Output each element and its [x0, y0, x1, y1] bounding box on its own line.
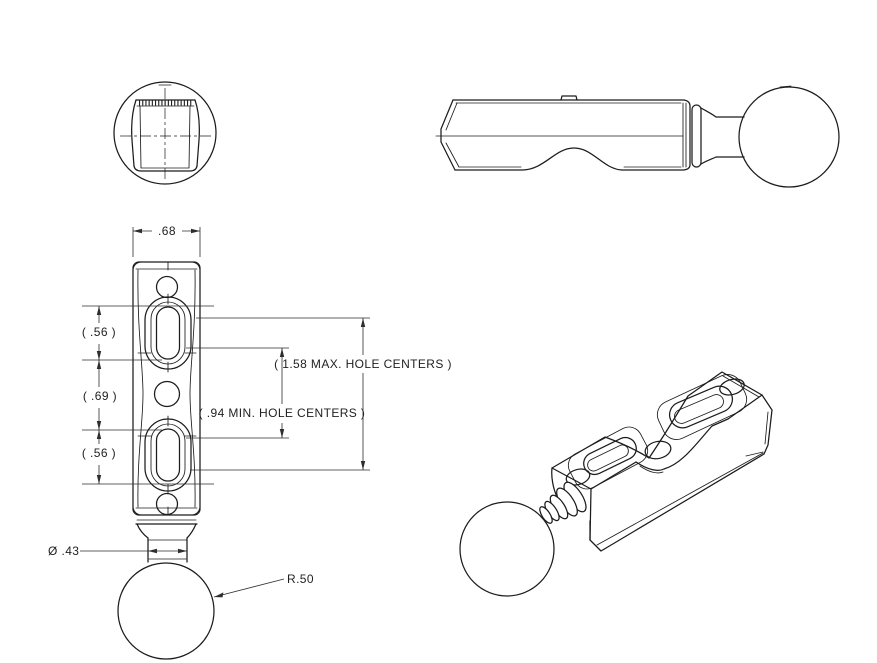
dim-neck-diameter: Ø .43 — [48, 544, 187, 558]
center-spacing-label: ( .69 ) — [83, 389, 117, 403]
bottom-slot-through — [155, 428, 181, 482]
min-hole-centers-label: ( .94 MIN. HOLE CENTERS ) — [199, 406, 366, 420]
isometric-view — [459, 371, 773, 597]
shoulder-curves — [136, 523, 197, 539]
arrowhead — [96, 421, 102, 430]
front-neck-and-ball — [117, 519, 215, 660]
iso-front-chamfer-edge — [596, 452, 764, 546]
front-view — [117, 261, 215, 660]
iso-right-small-hole — [719, 378, 745, 396]
body-width-label: .68 — [158, 224, 176, 238]
top-slot-ticks — [137, 293, 197, 373]
side-body-outline — [452, 99, 691, 171]
side-view — [435, 85, 840, 188]
arrowhead — [279, 348, 285, 357]
iso-left-pocket — [567, 426, 649, 490]
ball-radius-label: R.50 — [287, 572, 314, 586]
iso-left-slot-group — [565, 426, 649, 490]
end-view-left-side — [131, 99, 137, 167]
arrowhead — [360, 461, 366, 470]
side-ball-parting-tick — [779, 85, 792, 88]
side-top-tab — [560, 95, 578, 101]
neck-diameter-label: Ø .43 — [48, 544, 79, 558]
dim-min-hole-centers: ( .94 MIN. HOLE CENTERS ) — [186, 347, 366, 439]
side-ball — [738, 86, 840, 188]
ball-radius-leader — [213, 578, 285, 598]
iso-right-near-top-edge — [727, 394, 763, 420]
front-ball — [117, 562, 215, 660]
dim-ball-radius: R.50 — [213, 572, 314, 598]
arrowhead — [360, 318, 366, 327]
iso-right-slot-outer — [668, 385, 734, 429]
arrowhead — [96, 475, 102, 484]
arrowhead — [178, 548, 187, 554]
arrowhead — [148, 548, 157, 554]
bottom-slot-ticks — [137, 415, 197, 495]
min-centers-extension-lines — [186, 347, 289, 439]
top-slot-length-label: ( .56 ) — [82, 325, 116, 339]
iso-front-scallop — [635, 418, 729, 471]
arrowhead — [214, 592, 224, 598]
arrowhead — [96, 360, 102, 369]
iso-middle-hole — [644, 440, 672, 460]
arrowhead — [96, 351, 102, 360]
end-view-right-side — [194, 99, 200, 167]
front-middle-hole — [153, 380, 181, 408]
front-bottom-chamfer — [132, 506, 201, 516]
top-slot-through — [155, 306, 181, 360]
iso-neck-rings — [539, 481, 587, 524]
front-top-hole — [155, 275, 179, 299]
arrowhead — [96, 306, 102, 315]
side-end-face-lines — [682, 102, 687, 168]
detail-view-boundary-circle — [113, 81, 217, 185]
arrowhead — [96, 430, 102, 439]
dim-body-width: .68 — [132, 224, 201, 257]
dim-max-hole-centers: ( 1.58 MAX. HOLE CENTERS ) — [190, 317, 452, 471]
iso-silhouette — [551, 371, 773, 552]
iso-neck-ring-5 — [539, 506, 553, 524]
iso-left-slot-through — [587, 444, 629, 472]
side-left-chamfer — [440, 99, 456, 171]
side-neck-profile — [700, 107, 745, 165]
front-right-inner-edge — [189, 269, 196, 508]
chain-extension-lines — [82, 305, 214, 485]
iso-ball — [459, 501, 555, 597]
bottom-slot-length-label: ( .56 ) — [82, 446, 116, 460]
max-centers-extension-lines — [190, 317, 370, 471]
front-bottom-hole — [155, 492, 179, 516]
iso-front-scallop-inner — [639, 465, 664, 474]
iso-left-small-hole — [565, 468, 591, 486]
top-slot-counterbore — [144, 296, 192, 370]
side-body-inner-edges — [455, 102, 682, 168]
iso-right-slot-through — [674, 394, 724, 424]
side-left-chamfer-inner — [445, 102, 460, 168]
detail-end-view — [113, 81, 217, 185]
side-flange — [691, 104, 702, 168]
arrowhead — [191, 228, 200, 234]
max-hole-centers-label: ( 1.58 MAX. HOLE CENTERS ) — [274, 357, 452, 371]
iso-left-slot-outer — [583, 436, 637, 476]
body-width-extension-lines — [132, 227, 201, 257]
dim-left-chain: ( .56 ) ( .69 ) ( .56 ) — [82, 305, 214, 485]
neck-rings — [147, 539, 188, 560]
arrowhead — [279, 429, 285, 438]
front-top-chamfer — [132, 261, 201, 271]
arrowhead — [133, 228, 142, 234]
neck-walls — [147, 537, 188, 563]
front-left-inner-edge — [137, 269, 144, 508]
end-view-bottom-edge — [133, 165, 198, 172]
front-bottom-slot — [137, 415, 197, 495]
iso-right-slot-group — [656, 374, 748, 440]
front-top-slot — [137, 293, 197, 373]
